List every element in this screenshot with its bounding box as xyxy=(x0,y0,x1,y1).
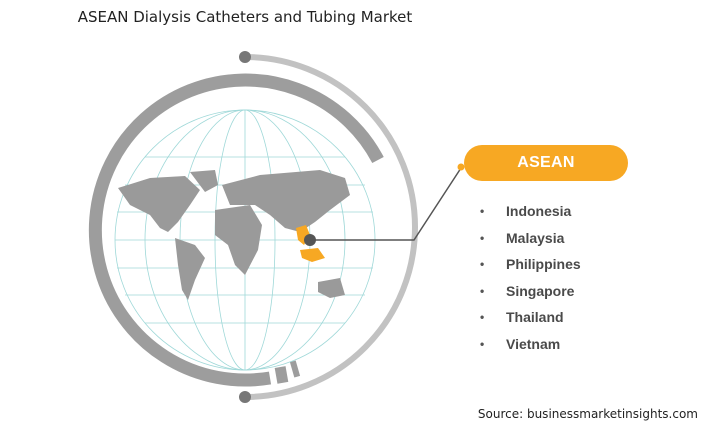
arc-end-dot-top xyxy=(239,51,251,63)
bullet-icon: • xyxy=(480,283,485,298)
ring-segment-1 xyxy=(274,366,289,384)
list-item: •Malaysia xyxy=(480,229,565,246)
continents xyxy=(118,170,350,300)
asean-region-badge: ASEAN xyxy=(464,145,628,181)
bullet-icon: • xyxy=(480,204,485,219)
bullet-icon: • xyxy=(480,336,485,351)
list-item: •Philippines xyxy=(480,256,581,273)
connector-end-dot xyxy=(457,163,465,171)
connector-line xyxy=(310,167,462,241)
list-item: •Indonesia xyxy=(480,203,572,220)
bullet-icon: • xyxy=(480,230,485,245)
region-label: ASEAN xyxy=(517,154,575,171)
thick-ring xyxy=(88,73,384,387)
outer-thin-arc xyxy=(244,54,418,400)
list-item: •Singapore xyxy=(480,282,575,299)
list-item: •Thailand xyxy=(480,309,564,326)
bullet-icon: • xyxy=(480,310,485,325)
country-list: •Indonesia •Malaysia •Philippines •Singa… xyxy=(480,198,581,357)
list-item: •Vietnam xyxy=(480,335,561,352)
bullet-icon: • xyxy=(480,257,485,272)
source-credit: Source: businessmarketinsights.com xyxy=(477,407,698,421)
arc-end-dot-bottom xyxy=(239,391,251,403)
page-title: ASEAN Dialysis Catheters and Tubing Mark… xyxy=(77,8,413,26)
ring-segment-2 xyxy=(289,360,301,378)
